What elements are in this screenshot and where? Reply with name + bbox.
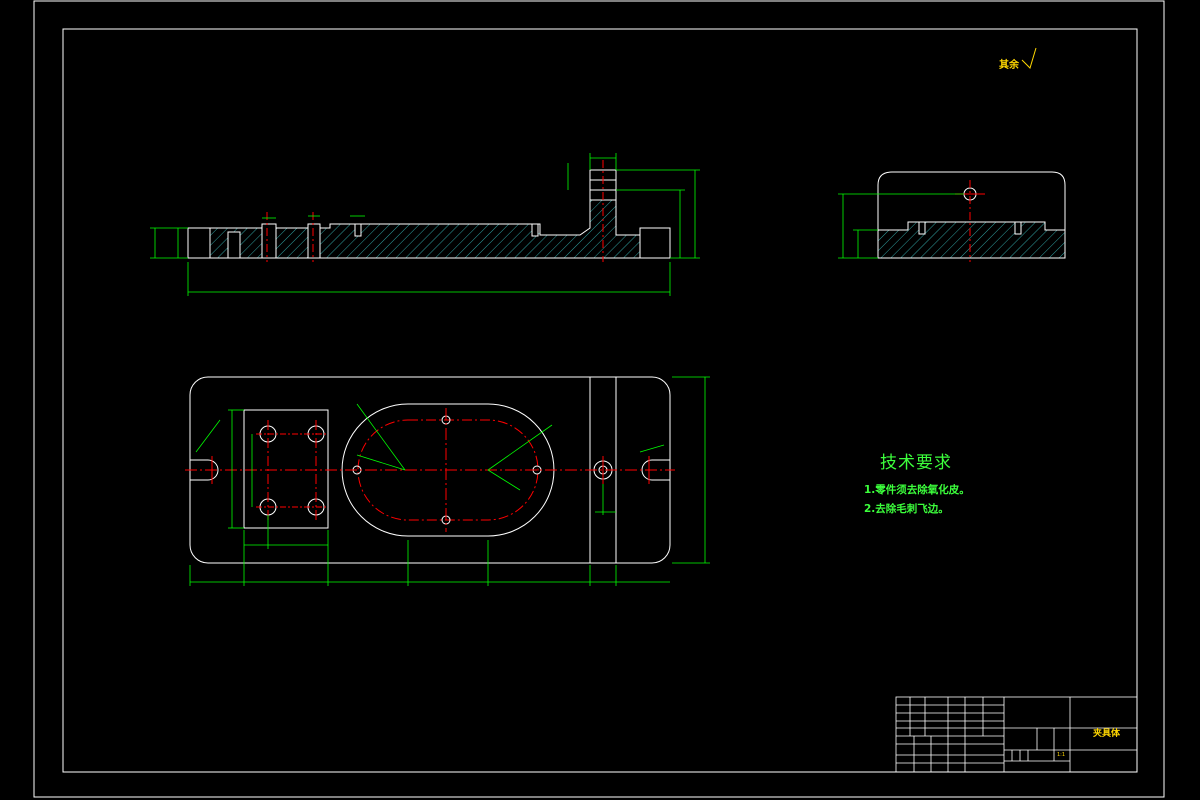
inner-frame (62, 28, 1138, 773)
scale-value: 1:1 (1057, 752, 1066, 758)
side-section-view (838, 171, 1066, 262)
roughness-note: 其余 (999, 60, 1019, 71)
top-plan-view (185, 376, 675, 564)
part-name: 夹具体 (1093, 729, 1121, 739)
outer-border (33, 0, 1165, 798)
top-view-dimensions (189, 376, 710, 586)
title-block (895, 696, 1138, 773)
technical-requirement-item: 1.零件须去除氧化皮。 (864, 484, 970, 496)
technical-requirements-title: 技术要求 (880, 453, 952, 473)
roughness-symbol-icon (1021, 47, 1037, 69)
front-section-view (187, 160, 671, 262)
technical-requirement-item: 2.去除毛刺飞边。 (864, 503, 949, 515)
front-view-dimensions (150, 153, 700, 296)
